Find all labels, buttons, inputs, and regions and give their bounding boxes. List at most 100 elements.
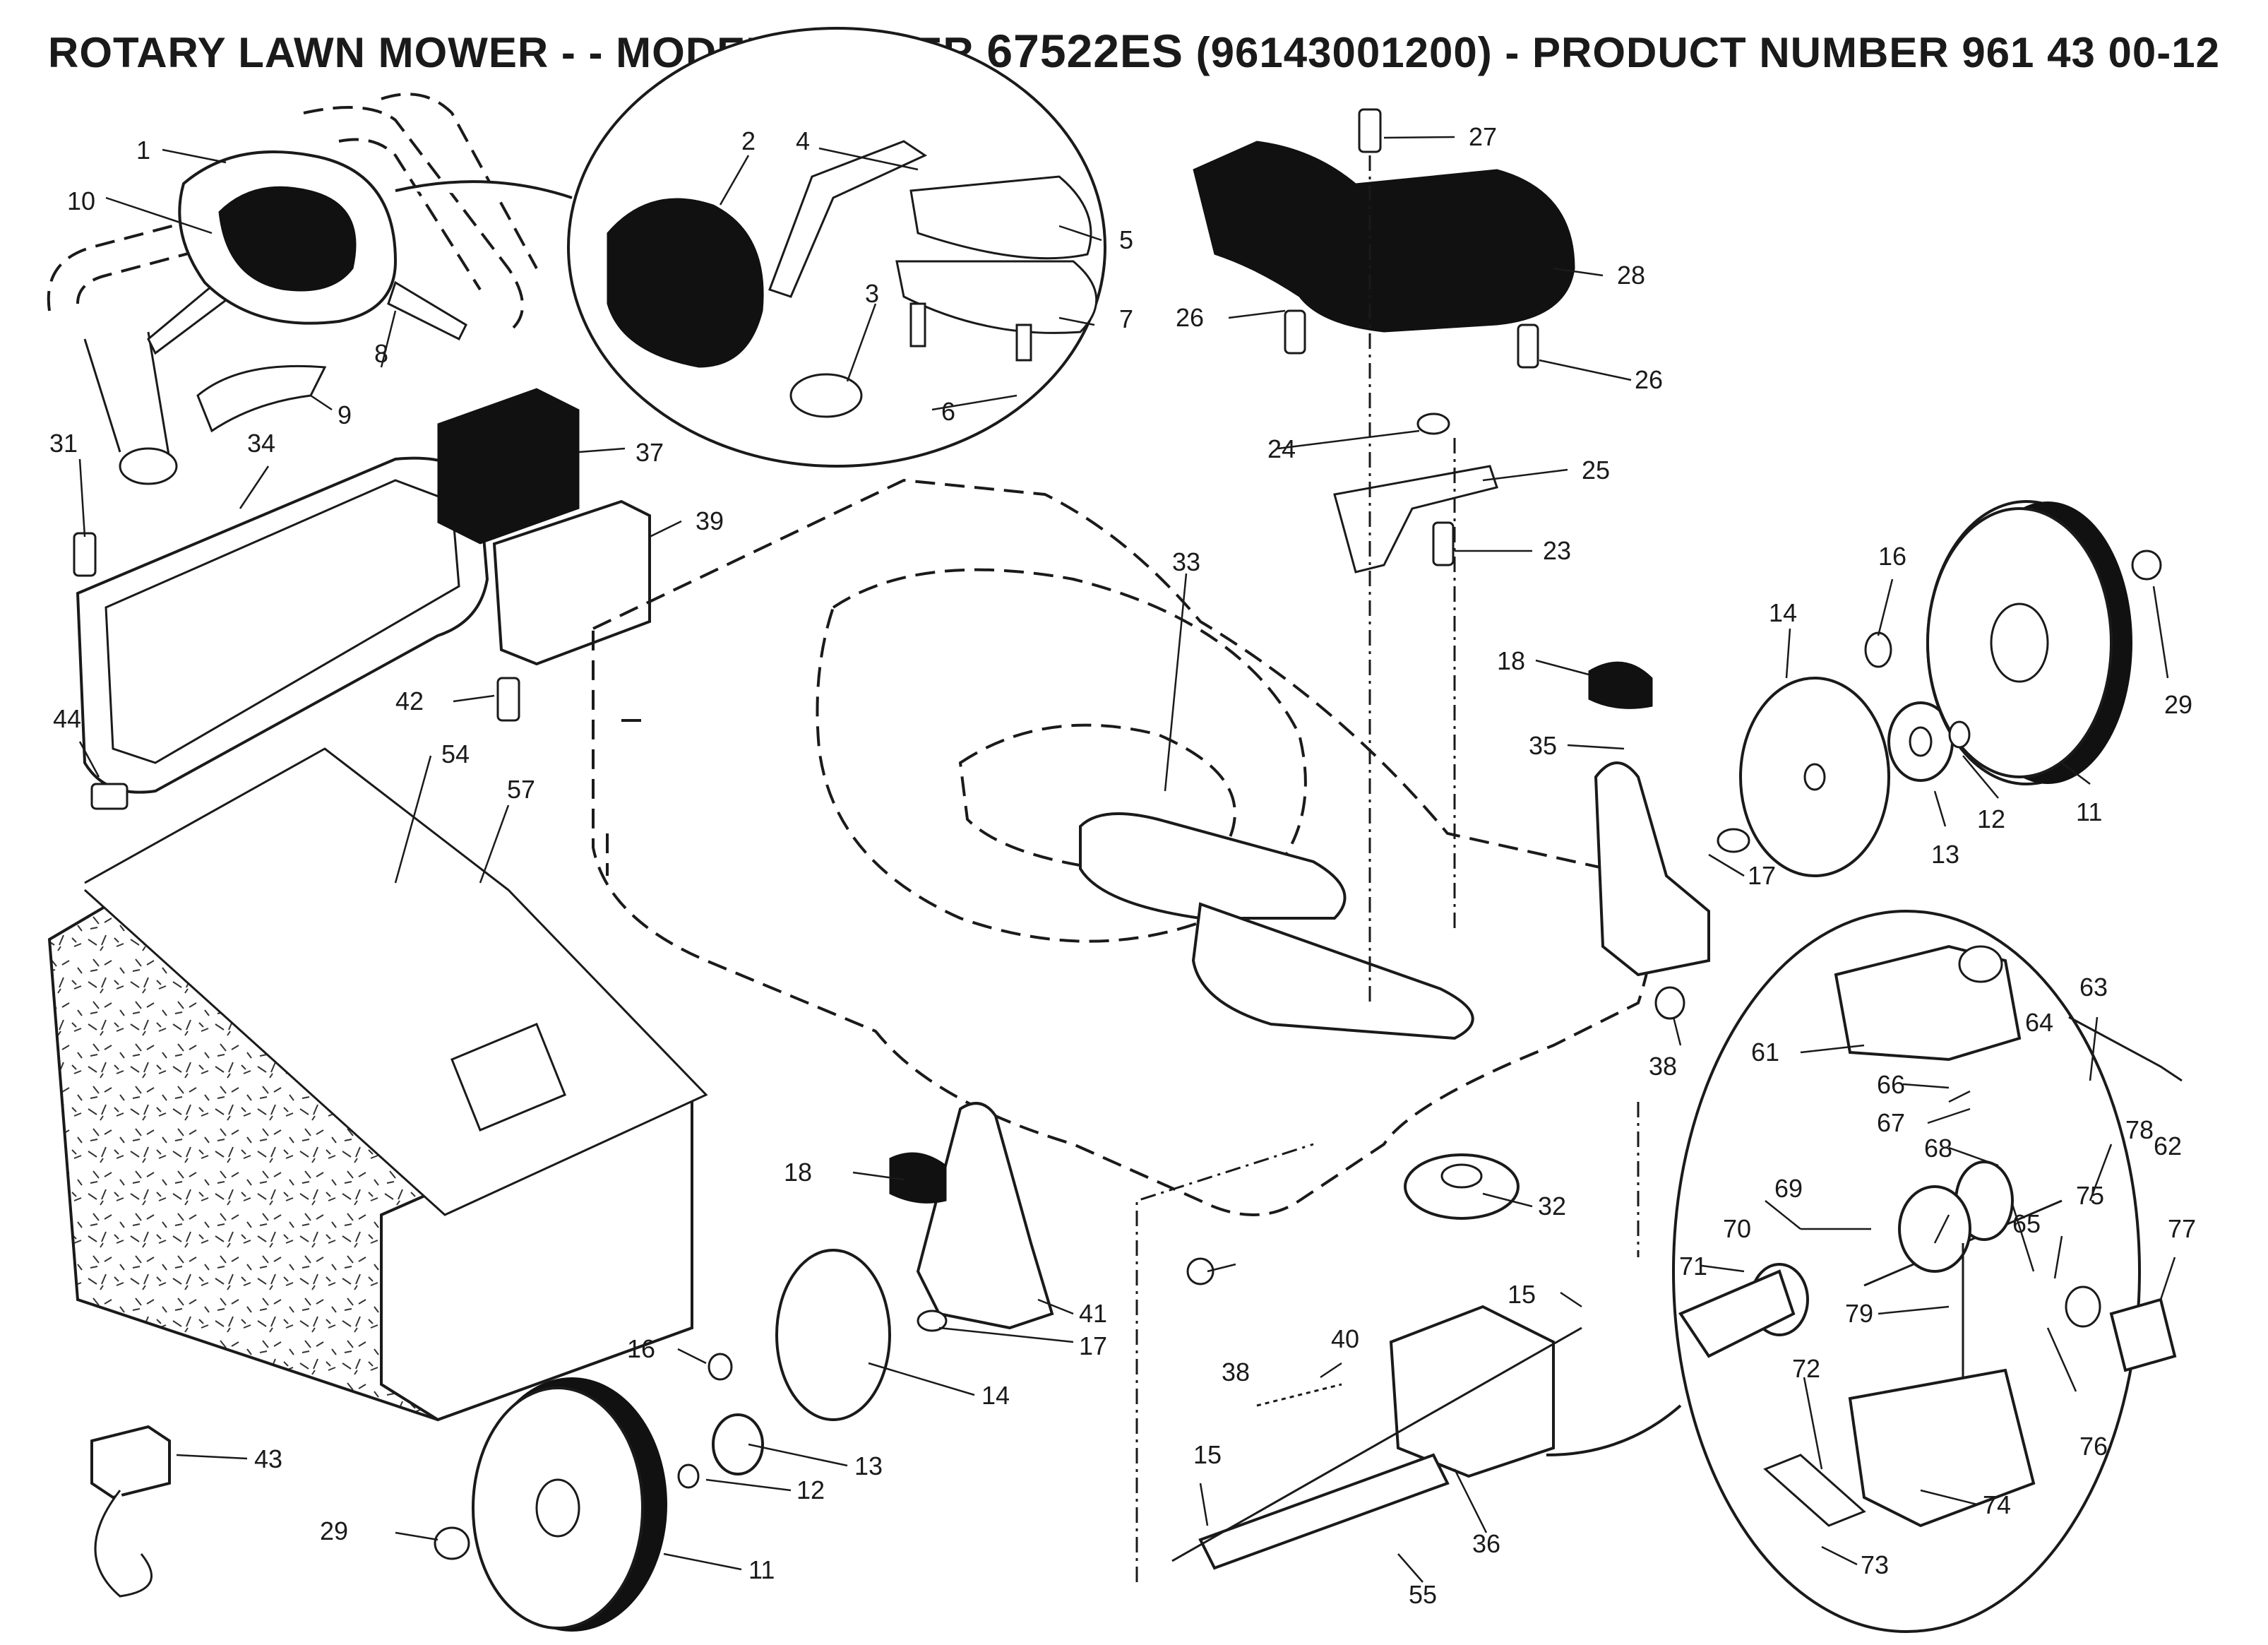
callout-13-left: 13 (854, 1451, 883, 1480)
callout-75: 75 (2076, 1181, 2104, 1210)
callout-73: 73 (1861, 1550, 1889, 1579)
detail-bubble-control (395, 27, 1106, 468)
axle-tube-part-55 (1198, 1453, 1450, 1570)
drive-belt-part-33 (1079, 812, 1474, 1040)
callout-74: 74 (1983, 1490, 2011, 1519)
callout-17-right: 17 (1748, 861, 1776, 890)
callout-15-lower: 15 (1193, 1440, 1222, 1469)
control-box-part-1 (178, 150, 398, 325)
front-wheel-left-part-11 (472, 1377, 667, 1632)
axle-part-15 (1135, 1102, 1640, 1582)
catcher-frame-part-57 (83, 747, 708, 1216)
height-adjuster-left-part-41 (889, 1102, 1054, 1330)
callout-76: 76 (2079, 1432, 2108, 1461)
callout-13-right: 13 (1931, 840, 1959, 869)
callout-57: 57 (507, 775, 535, 804)
callout-70: 70 (1723, 1214, 1751, 1243)
callout-41: 41 (1079, 1299, 1107, 1328)
washers-left (434, 1257, 1214, 1560)
callout-55: 55 (1409, 1580, 1437, 1609)
washers-right (1654, 550, 2162, 1020)
rear-wheel-right-part-11 (1926, 500, 2132, 785)
callout-37: 37 (635, 438, 664, 467)
rear-bumper-part-34 (76, 456, 489, 794)
callout-18-left: 18 (784, 1158, 812, 1187)
callout-26-right: 26 (1635, 365, 1663, 394)
callout-15-upper: 15 (1508, 1280, 1536, 1309)
callout-61: 61 (1751, 1038, 1779, 1067)
callout-12-left: 12 (796, 1475, 825, 1504)
callout-5: 5 (1119, 225, 1133, 254)
hubcap-left-part-14 (775, 1249, 891, 1421)
callout-26-left: 26 (1176, 303, 1204, 332)
callout-44: 44 (53, 704, 81, 733)
callout-9: 9 (338, 400, 352, 429)
callout-2: 2 (741, 126, 756, 155)
height-adjuster-right-part-35 (1588, 661, 1710, 977)
callout-17-left: 17 (1079, 1331, 1107, 1360)
callout-16-left: 16 (627, 1334, 655, 1363)
callout-54: 54 (441, 740, 470, 768)
callout-62: 62 (2154, 1132, 2182, 1160)
rear-discharge-cover-part-28 (1193, 141, 1575, 333)
callout-29-left: 29 (320, 1516, 348, 1545)
callout-72: 72 (1792, 1354, 1820, 1383)
callout-7: 7 (1119, 304, 1133, 333)
callout-32: 32 (1538, 1192, 1566, 1221)
callout-36: 36 (1472, 1529, 1500, 1558)
callout-leaders (78, 136, 2176, 1583)
transmission-part-36 (1389, 1305, 1555, 1478)
callout-11-right: 11 (2076, 797, 2102, 826)
bail-bracket-part-9 (196, 364, 327, 433)
callout-43: 43 (254, 1444, 282, 1473)
callout-35: 35 (1529, 731, 1557, 760)
callout-69: 69 (1774, 1174, 1803, 1203)
callout-38-left: 38 (1222, 1358, 1250, 1386)
callout-28: 28 (1617, 261, 1645, 290)
screws-26-27-24-23 (1284, 108, 1539, 1003)
callout-29-right: 29 (2164, 690, 2192, 719)
callout-25: 25 (1582, 456, 1610, 485)
callout-24: 24 (1267, 434, 1296, 463)
callout-64: 64 (2025, 1008, 2053, 1037)
callout-16-right: 16 (1878, 542, 1906, 571)
callout-27: 27 (1469, 122, 1497, 151)
callout-42: 42 (395, 687, 424, 715)
drive-pulley-part-32 (1404, 1153, 1520, 1220)
callout-78: 78 (2125, 1115, 2154, 1144)
callout-38-right: 38 (1649, 1052, 1677, 1081)
detail-bubble-transmission (1546, 910, 2183, 1633)
callout-18-right: 18 (1497, 646, 1525, 675)
callout-71: 71 (1679, 1252, 1707, 1281)
charger-part-43 (90, 1425, 171, 1598)
callout-77: 77 (2168, 1214, 2196, 1243)
callout-68: 68 (1924, 1134, 1952, 1163)
callout-31: 31 (49, 429, 78, 458)
battery-part-37 (437, 388, 580, 545)
title-suffix: (96143001200) - PRODUCT NUMBER 961 43 00… (1183, 29, 2220, 76)
hubcap-right-part-14 (1739, 677, 1890, 877)
callout-63: 63 (2079, 973, 2108, 1002)
callout-34: 34 (247, 429, 275, 458)
bolts-misc (73, 532, 520, 810)
model-number: 67522ES (986, 25, 1183, 77)
callout-10: 10 (67, 186, 95, 215)
callout-4: 4 (796, 126, 810, 155)
spring-part-40 (1256, 1383, 1342, 1407)
callout-23: 23 (1543, 536, 1571, 565)
callout-3: 3 (865, 279, 879, 308)
pinion-gear-right-part-13 (1887, 701, 1954, 782)
callout-11-left: 11 (748, 1555, 775, 1584)
callout-1: 1 (136, 136, 150, 165)
pinion-gear-left-part-13 (712, 1413, 764, 1475)
callout-14-right: 14 (1769, 598, 1797, 627)
callout-33: 33 (1172, 547, 1200, 576)
callout-labels: 1 10 2 4 5 7 3 6 8 9 27 28 26 26 24 25 2… (49, 122, 2196, 1609)
battery-tray-part-39 (492, 499, 651, 666)
callout-6: 6 (941, 397, 955, 426)
hinge-bracket-part-25 (1333, 465, 1498, 574)
callout-8: 8 (374, 339, 388, 368)
callout-14-left: 14 (981, 1381, 1010, 1410)
callout-67: 67 (1877, 1108, 1905, 1137)
